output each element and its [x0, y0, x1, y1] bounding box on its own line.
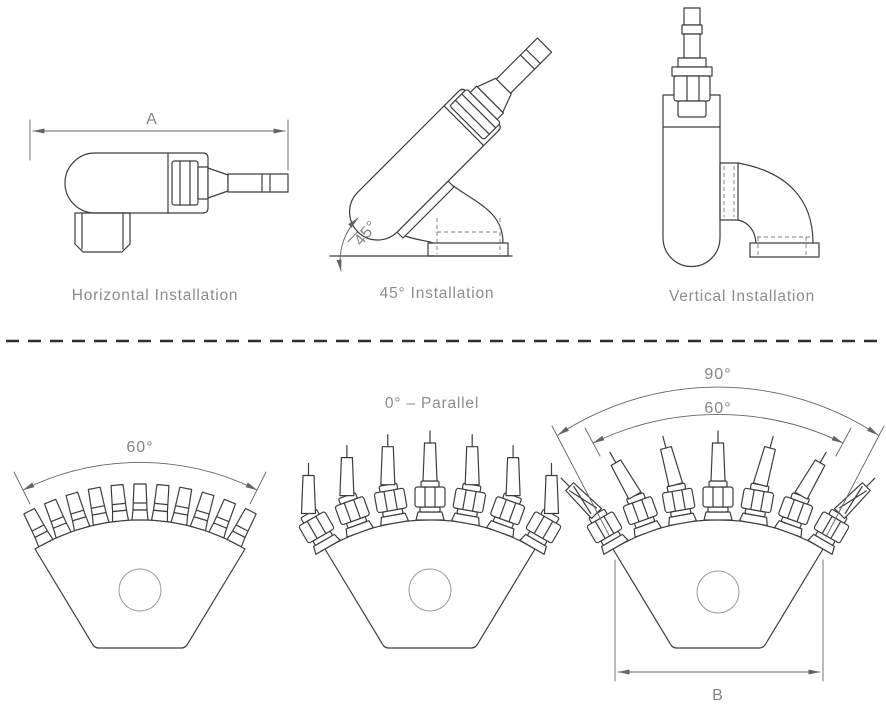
fan-parallel-figure: 0° – Parallel [294, 395, 566, 649]
nozzle-mount [738, 481, 776, 527]
dimension-b: B [614, 559, 824, 704]
deg45-installation-figure: 45° 45° Installation [329, 37, 553, 302]
fan-60-figure: 60° [13, 439, 267, 649]
vertical-installation-figure: Vertical Installation [662, 7, 820, 305]
nozzle-tube [710, 430, 726, 482]
spread-60-inner-dimension: 60° [584, 400, 852, 457]
nozzle-mount [485, 489, 528, 539]
nozzle [108, 483, 130, 523]
fan-body [612, 519, 824, 649]
fan-nozzles [294, 430, 566, 556]
angle-45-dimension: 45° [336, 217, 382, 272]
sensor-body-horizontal [64, 152, 289, 253]
deg45-caption: 45° Installation [380, 285, 495, 302]
mounting-hole [408, 568, 452, 612]
nozzle-tube [505, 445, 521, 497]
nozzle-mount [372, 481, 410, 527]
vertical-caption: Vertical Installation [669, 288, 815, 305]
spread-90-label: 90° [704, 366, 731, 383]
nozzle-tube [794, 448, 833, 500]
horizontal-installation-figure: A Horizontal Installation [29, 111, 289, 304]
horizontal-caption: Horizontal Installation [72, 287, 239, 304]
nozzle-mount [332, 489, 375, 539]
nozzle [150, 483, 172, 523]
nozzle-mount [620, 489, 663, 539]
dimension-a-label: A [146, 111, 158, 128]
nozzle-tube [300, 462, 317, 515]
nozzle-mount [450, 481, 488, 527]
mounting-block [74, 212, 131, 253]
dimension-b-label: B [712, 687, 724, 704]
nozzle-tube [655, 433, 684, 488]
spread-60-label: 60° [126, 439, 153, 456]
nozzle-tube [543, 462, 560, 515]
nozzle-mount [773, 489, 816, 539]
nozzle-mount [702, 480, 734, 521]
compression-nut [673, 75, 711, 102]
mounting-hole [118, 568, 162, 612]
probe [495, 37, 553, 94]
probe-tip [683, 7, 701, 26]
fan-nozzles [21, 483, 259, 548]
nozzle-tube [464, 434, 480, 486]
fan-body [324, 519, 536, 649]
parallel-caption: 0° – Parallel [385, 395, 479, 412]
nozzle [63, 491, 91, 532]
mounting-hole [696, 570, 740, 614]
nozzle-tube-angled [833, 472, 881, 520]
nozzle-mount [660, 481, 698, 527]
nozzle [189, 491, 217, 532]
spread-60-inner-label: 60° [704, 400, 731, 417]
fitting-stack [671, 7, 713, 118]
nozzle [170, 486, 195, 526]
nozzle-tube [339, 445, 355, 497]
spread-90-dimension: 90° [551, 366, 885, 538]
nozzle-tube-angled [555, 472, 603, 520]
fan-body [34, 519, 246, 649]
probe [227, 173, 289, 193]
sensor-body-vertical [662, 94, 721, 268]
compression-nut [171, 160, 199, 206]
nozzle-tube [422, 430, 438, 482]
elbow-90 [719, 162, 820, 258]
dimension-a: A [29, 111, 289, 171]
nozzle-mount [414, 480, 446, 521]
spread-60-dimension: 60° [13, 439, 267, 505]
fan-nozzles [555, 430, 881, 556]
nozzle [131, 483, 149, 521]
nozzle [85, 486, 110, 526]
sensor-body-45 [347, 37, 553, 243]
nozzle-tube [380, 434, 396, 486]
nozzle-tube [603, 448, 642, 500]
fan-90-figure: 90° 60° B [551, 366, 885, 704]
nozzle-tube [752, 433, 781, 488]
